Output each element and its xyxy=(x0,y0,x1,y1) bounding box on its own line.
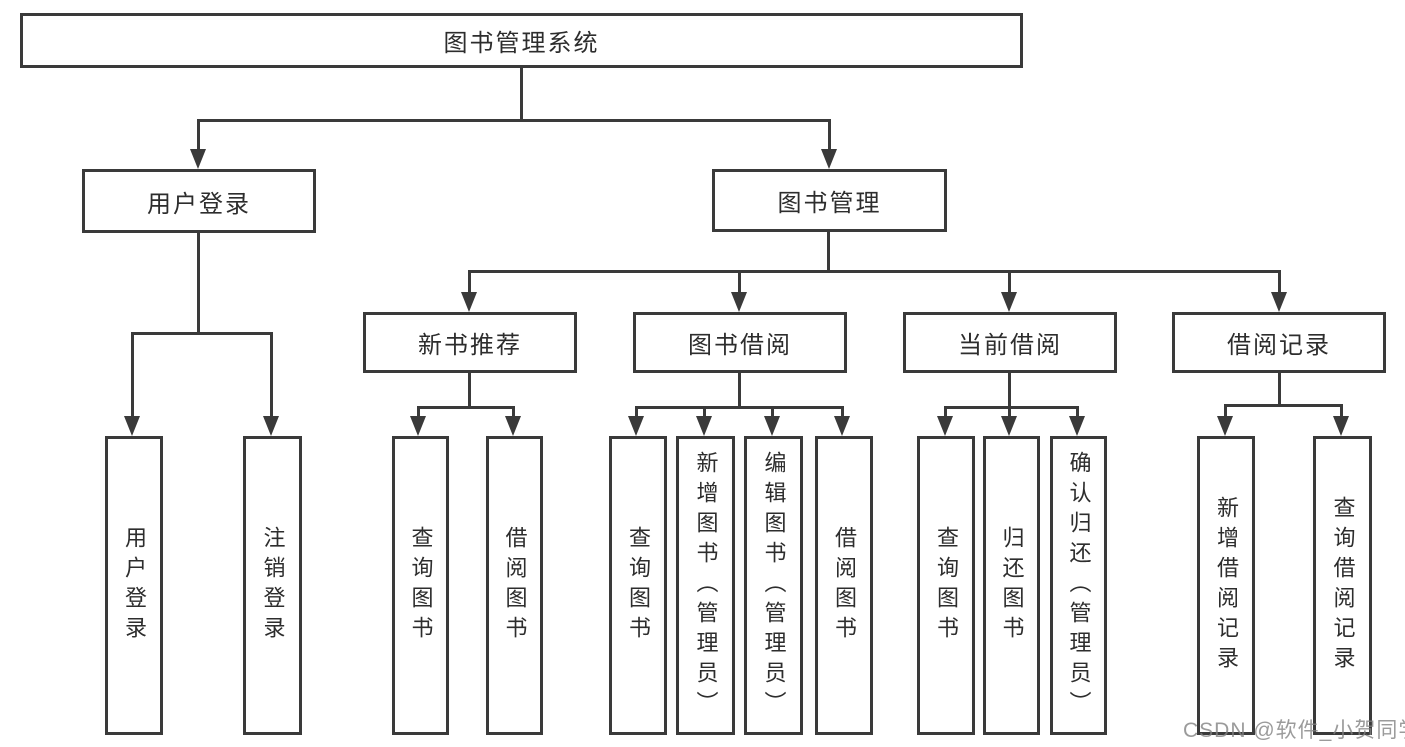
leaf-return-books: 归还图书 xyxy=(983,436,1040,735)
leaf-query-books-3: 查询图书 xyxy=(917,436,975,735)
leaf-user-login: 用户登录 xyxy=(105,436,163,735)
node-label: 图书管理 xyxy=(777,190,882,217)
arrow-down-icon xyxy=(628,416,644,436)
leaf-query-books-1: 查询图书 xyxy=(392,436,449,735)
node-book-management: 图书管理 xyxy=(712,169,947,232)
node-label: 图书管理系统 xyxy=(443,30,600,57)
connector-line xyxy=(417,406,515,409)
arrow-down-icon xyxy=(1333,416,1349,436)
connector-line xyxy=(131,332,273,335)
leaf-borrow-books-2: 借阅图书 xyxy=(815,436,873,735)
arrow-down-icon xyxy=(937,416,953,436)
connector-line xyxy=(197,231,200,335)
leaf-confirm-return-admin: 确认归还（管理员） xyxy=(1050,436,1107,735)
node-label: 用户登录 xyxy=(122,525,147,646)
connector-line xyxy=(1340,404,1343,418)
arrow-down-icon xyxy=(764,416,780,436)
arrow-down-icon xyxy=(821,149,837,169)
node-label: 图书借阅 xyxy=(688,332,792,359)
node-label: 查询图书 xyxy=(626,525,651,646)
connector-line xyxy=(1224,404,1227,418)
node-label: 借阅图书 xyxy=(502,525,528,646)
leaf-query-books-2: 查询图书 xyxy=(609,436,667,735)
node-label: 注销登录 xyxy=(260,525,286,646)
arrow-down-icon xyxy=(834,416,850,436)
leaf-add-books-admin: 新增图书（管理员） xyxy=(676,436,735,735)
connector-line xyxy=(828,119,831,152)
arrow-down-icon xyxy=(1001,416,1017,436)
node-label: 新增图书（管理员） xyxy=(693,450,719,721)
connector-line xyxy=(738,270,741,295)
connector-line xyxy=(512,406,515,418)
connector-line xyxy=(1008,406,1011,418)
node-label: 借阅记录 xyxy=(1227,332,1331,359)
leaf-query-borrow-record: 查询借阅记录 xyxy=(1313,436,1372,735)
connector-line xyxy=(468,270,1281,273)
node-label: 归还图书 xyxy=(999,525,1025,646)
leaf-logout: 注销登录 xyxy=(243,436,302,735)
leaf-borrow-books-1: 借阅图书 xyxy=(486,436,543,735)
connector-line xyxy=(703,406,706,418)
connector-line xyxy=(1224,404,1342,407)
arrow-down-icon xyxy=(505,416,521,436)
arrow-down-icon xyxy=(731,292,747,312)
node-new-book-recommendation: 新书推荐 xyxy=(363,312,577,373)
connector-line xyxy=(1076,406,1079,418)
connector-line xyxy=(270,332,273,418)
node-current-borrowing: 当前借阅 xyxy=(903,312,1117,373)
node-book-borrowing: 图书借阅 xyxy=(633,312,847,373)
arrow-down-icon xyxy=(1271,292,1287,312)
connector-line xyxy=(944,406,947,418)
connector-line xyxy=(771,406,774,418)
watermark: CSDN @软件_小贺同学 xyxy=(1183,719,1405,742)
arrow-down-icon xyxy=(1001,292,1017,312)
node-label: 新增借阅记录 xyxy=(1214,495,1239,676)
connector-line xyxy=(635,406,638,418)
node-label: 查询图书 xyxy=(934,525,959,646)
connector-line xyxy=(841,406,844,418)
connector-line xyxy=(468,371,471,409)
arrow-down-icon xyxy=(696,416,712,436)
node-borrowing-records: 借阅记录 xyxy=(1172,312,1386,373)
node-label: 用户登录 xyxy=(147,190,251,218)
leaf-add-borrow-record: 新增借阅记录 xyxy=(1197,436,1255,735)
connector-line xyxy=(738,371,741,409)
connector-line xyxy=(827,230,830,273)
arrow-down-icon xyxy=(190,149,206,169)
arrow-down-icon xyxy=(1069,416,1085,436)
connector-line xyxy=(197,119,831,122)
connector-line xyxy=(1008,371,1011,409)
arrow-down-icon xyxy=(263,416,279,436)
connector-line xyxy=(468,270,471,295)
connector-line xyxy=(1278,371,1281,407)
connector-line xyxy=(520,66,523,122)
connector-line xyxy=(131,332,134,418)
connector-line xyxy=(944,406,1079,409)
node-library-management-system: 图书管理系统 xyxy=(20,13,1023,68)
node-label: 新书推荐 xyxy=(418,332,522,359)
connector-line xyxy=(635,406,844,409)
leaf-edit-books-admin: 编辑图书（管理员） xyxy=(744,436,803,735)
connector-line xyxy=(1278,270,1281,295)
node-label: 查询图书 xyxy=(408,525,434,646)
arrow-down-icon xyxy=(124,416,140,436)
node-label: 确认归还（管理员） xyxy=(1066,450,1092,721)
node-user-login: 用户登录 xyxy=(82,169,316,233)
node-label: 当前借阅 xyxy=(958,332,1062,359)
node-label: 编辑图书（管理员） xyxy=(761,450,787,721)
arrow-down-icon xyxy=(1217,416,1233,436)
node-label: 查询借阅记录 xyxy=(1330,495,1356,676)
connector-line xyxy=(417,406,420,418)
arrow-down-icon xyxy=(461,292,477,312)
arrow-down-icon xyxy=(410,416,426,436)
node-label: 借阅图书 xyxy=(832,525,857,646)
connector-line xyxy=(197,119,200,152)
connector-line xyxy=(1008,270,1011,295)
